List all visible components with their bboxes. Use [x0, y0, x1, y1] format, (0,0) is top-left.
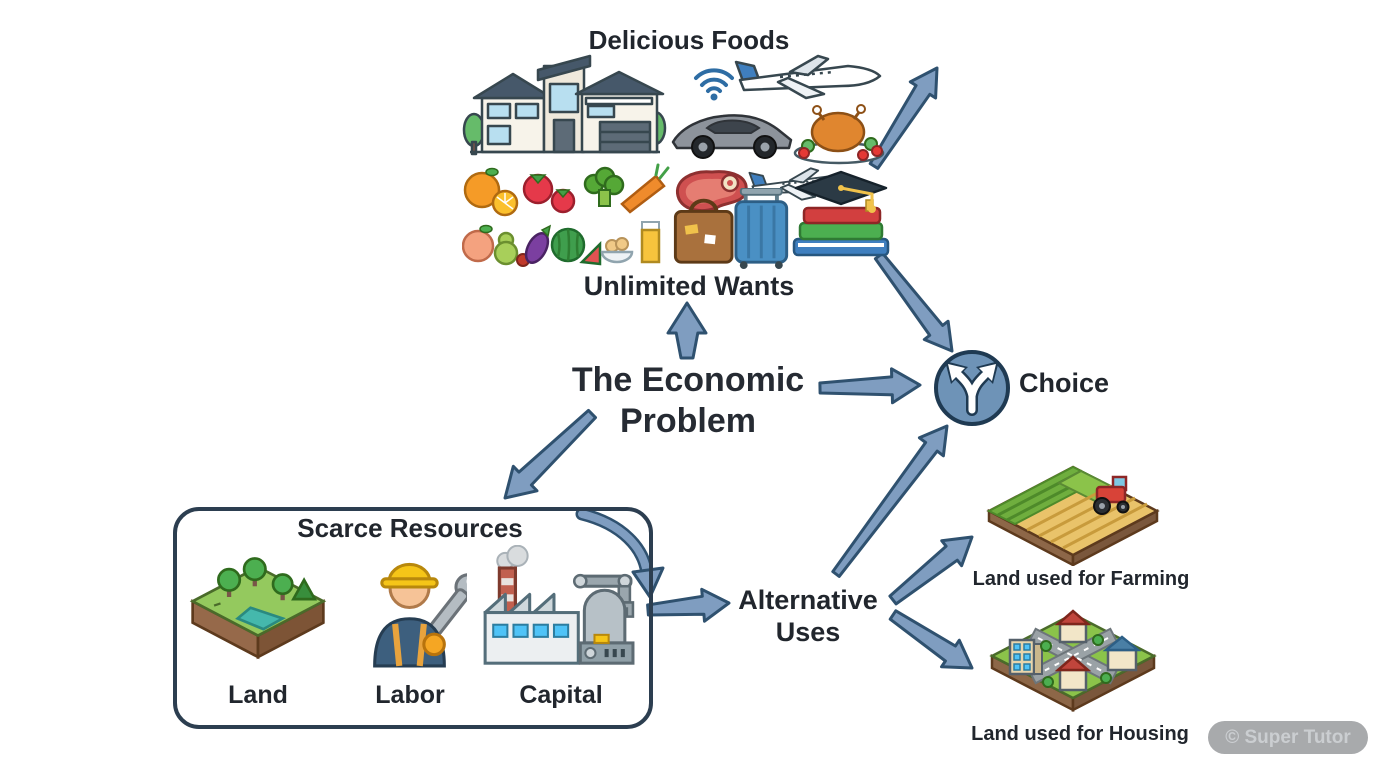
scarce-resources-title: Scarce Resources	[297, 513, 523, 543]
unlimited-wants-label: Unlimited Wants	[583, 271, 795, 301]
arrow-alternative-to-farming	[888, 535, 974, 606]
arrow-scarce-to-alternative	[646, 587, 731, 623]
scarce-resources-box	[173, 507, 653, 729]
housing-icon	[989, 609, 1157, 713]
land-for-farming-label: Land used for Farming	[972, 568, 1190, 590]
land-icon	[189, 557, 327, 660]
alternative-uses-line2: Uses	[775, 617, 841, 647]
economic-problem-title: The Economic Problem	[572, 360, 804, 442]
arrow-curved-into-scarce-head	[631, 566, 665, 599]
house-icon	[462, 54, 667, 156]
economic-problem-line2: Problem	[619, 402, 757, 440]
wifi-icon	[694, 68, 734, 101]
farmland-icon	[986, 465, 1160, 566]
arrow-problem-to-scarce	[503, 408, 597, 500]
arrow-alternative-to-housing	[888, 609, 974, 670]
economic-problem-line1: The Economic	[571, 361, 805, 399]
arrow-alternative-to-choice	[831, 424, 949, 578]
graduation-cap-books-icon	[792, 170, 890, 257]
capital-label: Capital	[519, 681, 603, 709]
land-label: Land	[228, 681, 288, 709]
luggage-icon	[673, 188, 789, 270]
arrow-wants-to-choice	[873, 251, 954, 353]
land-for-housing-label: Land used for Housing	[971, 723, 1189, 745]
watermark-badge: © Super Tutor	[1208, 721, 1368, 754]
choice-label: Choice	[1018, 368, 1110, 398]
arrow-problem-to-choice	[818, 367, 922, 405]
labor-icon	[373, 562, 467, 668]
alternative-uses-line1: Alternative	[738, 585, 878, 615]
sports-car-icon	[671, 114, 793, 159]
fruits-vegetables-icon	[463, 163, 670, 217]
roast-turkey-icon	[793, 104, 885, 165]
labor-label: Labor	[375, 681, 445, 709]
arrow-problem-to-wants	[666, 301, 708, 360]
alternative-uses-label: Alternative Uses	[738, 584, 878, 648]
unlimited-wants-collage	[462, 46, 890, 270]
produce-snacks-icon	[462, 221, 661, 267]
arrow-curved-into-scarce	[578, 510, 651, 578]
delicious-foods-label: Delicious Foods	[588, 25, 790, 55]
airplane-icon	[734, 54, 882, 100]
choice-fork-icon	[934, 350, 1010, 426]
capital-icon	[483, 545, 635, 665]
